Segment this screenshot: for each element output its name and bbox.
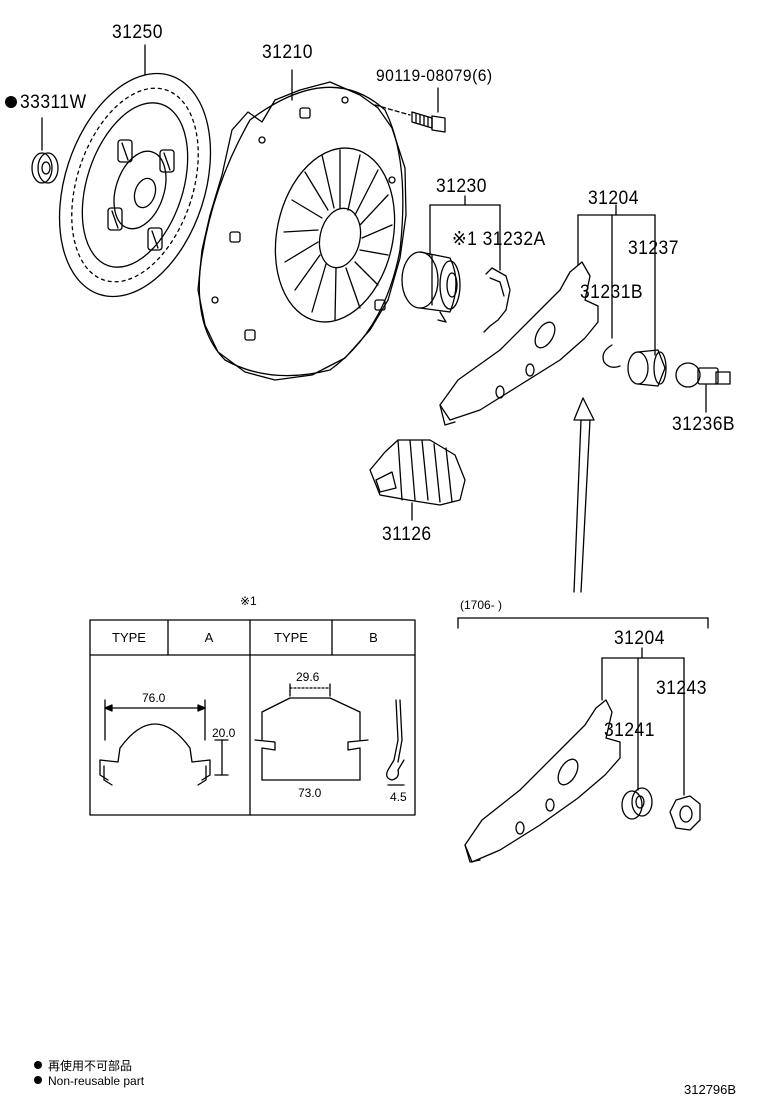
label-33311w[interactable]: 33311W (20, 92, 87, 113)
bolt-icon (411, 111, 446, 133)
date-range: (1706- ) (460, 598, 503, 612)
snap-ring-icon (602, 344, 621, 368)
clutch-cover-icon (197, 81, 407, 381)
dim-b-bottom: 73.0 (298, 786, 322, 800)
label-bolt[interactable]: 90119-08079(6) (376, 66, 493, 85)
type-label-b: TYPE (274, 630, 308, 645)
label-31231b[interactable]: 31231B (580, 282, 644, 303)
dim-a-height: 20.0 (212, 726, 236, 740)
dim-b-top: 29.6 (296, 670, 320, 684)
label-31236b[interactable]: 31236B (672, 414, 736, 435)
label-31126[interactable]: 31126 (382, 524, 432, 545)
label-31241[interactable]: 31241 (604, 720, 655, 741)
dim-a-width: 76.0 (142, 691, 166, 705)
label-31210[interactable]: 31210 (262, 42, 313, 63)
label-31243[interactable]: 31243 (656, 678, 707, 699)
release-fork-icon (439, 261, 599, 426)
type-value-a: A (204, 630, 214, 645)
legend-jp-text: 再使用不可部品 (48, 1059, 133, 1073)
bushing-icon (621, 787, 653, 820)
type-a-clip-icon (99, 699, 229, 786)
arrow-up-icon (573, 397, 595, 593)
type-b-clip-icon (254, 683, 405, 786)
release-fork-boot-icon (369, 439, 466, 506)
release-bearing-icon (401, 251, 461, 323)
legend-en: Non-reusable part (34, 1074, 144, 1088)
label-31237[interactable]: 31237 (628, 238, 679, 259)
legend-en-text: Non-reusable part (48, 1074, 145, 1088)
type-label-a: TYPE (112, 630, 146, 645)
type-value-b: B (369, 630, 378, 645)
legend-dot-icon (34, 1076, 42, 1084)
note-mark: ※1 (240, 594, 257, 608)
leader-bolt-dashed (374, 104, 411, 116)
label-31230[interactable]: 31230 (436, 176, 487, 197)
nut-icon (669, 795, 701, 831)
clip-icon (483, 267, 511, 333)
dim-b-thick: 4.5 (390, 790, 407, 804)
date-range-bracket (457, 617, 709, 629)
legend-dot-icon (34, 1061, 42, 1069)
type-table (89, 619, 416, 816)
pivot-icon (675, 362, 731, 388)
label-31204-bottom[interactable]: 31204 (614, 628, 665, 649)
label-31232a[interactable]: ※1 31232A (452, 229, 546, 250)
release-fork-new-icon (464, 699, 621, 863)
label-31204-top[interactable]: 31204 (588, 188, 639, 209)
non-reusable-dot-icon (5, 96, 17, 108)
label-31250[interactable]: 31250 (112, 22, 163, 43)
pilot-bearing-icon (31, 152, 59, 184)
legend-jp: 再使用不可部品 (34, 1057, 132, 1074)
clutch-disc-icon (58, 72, 212, 298)
boot-icon (627, 349, 667, 387)
drawing-code: 312796B (684, 1082, 737, 1097)
